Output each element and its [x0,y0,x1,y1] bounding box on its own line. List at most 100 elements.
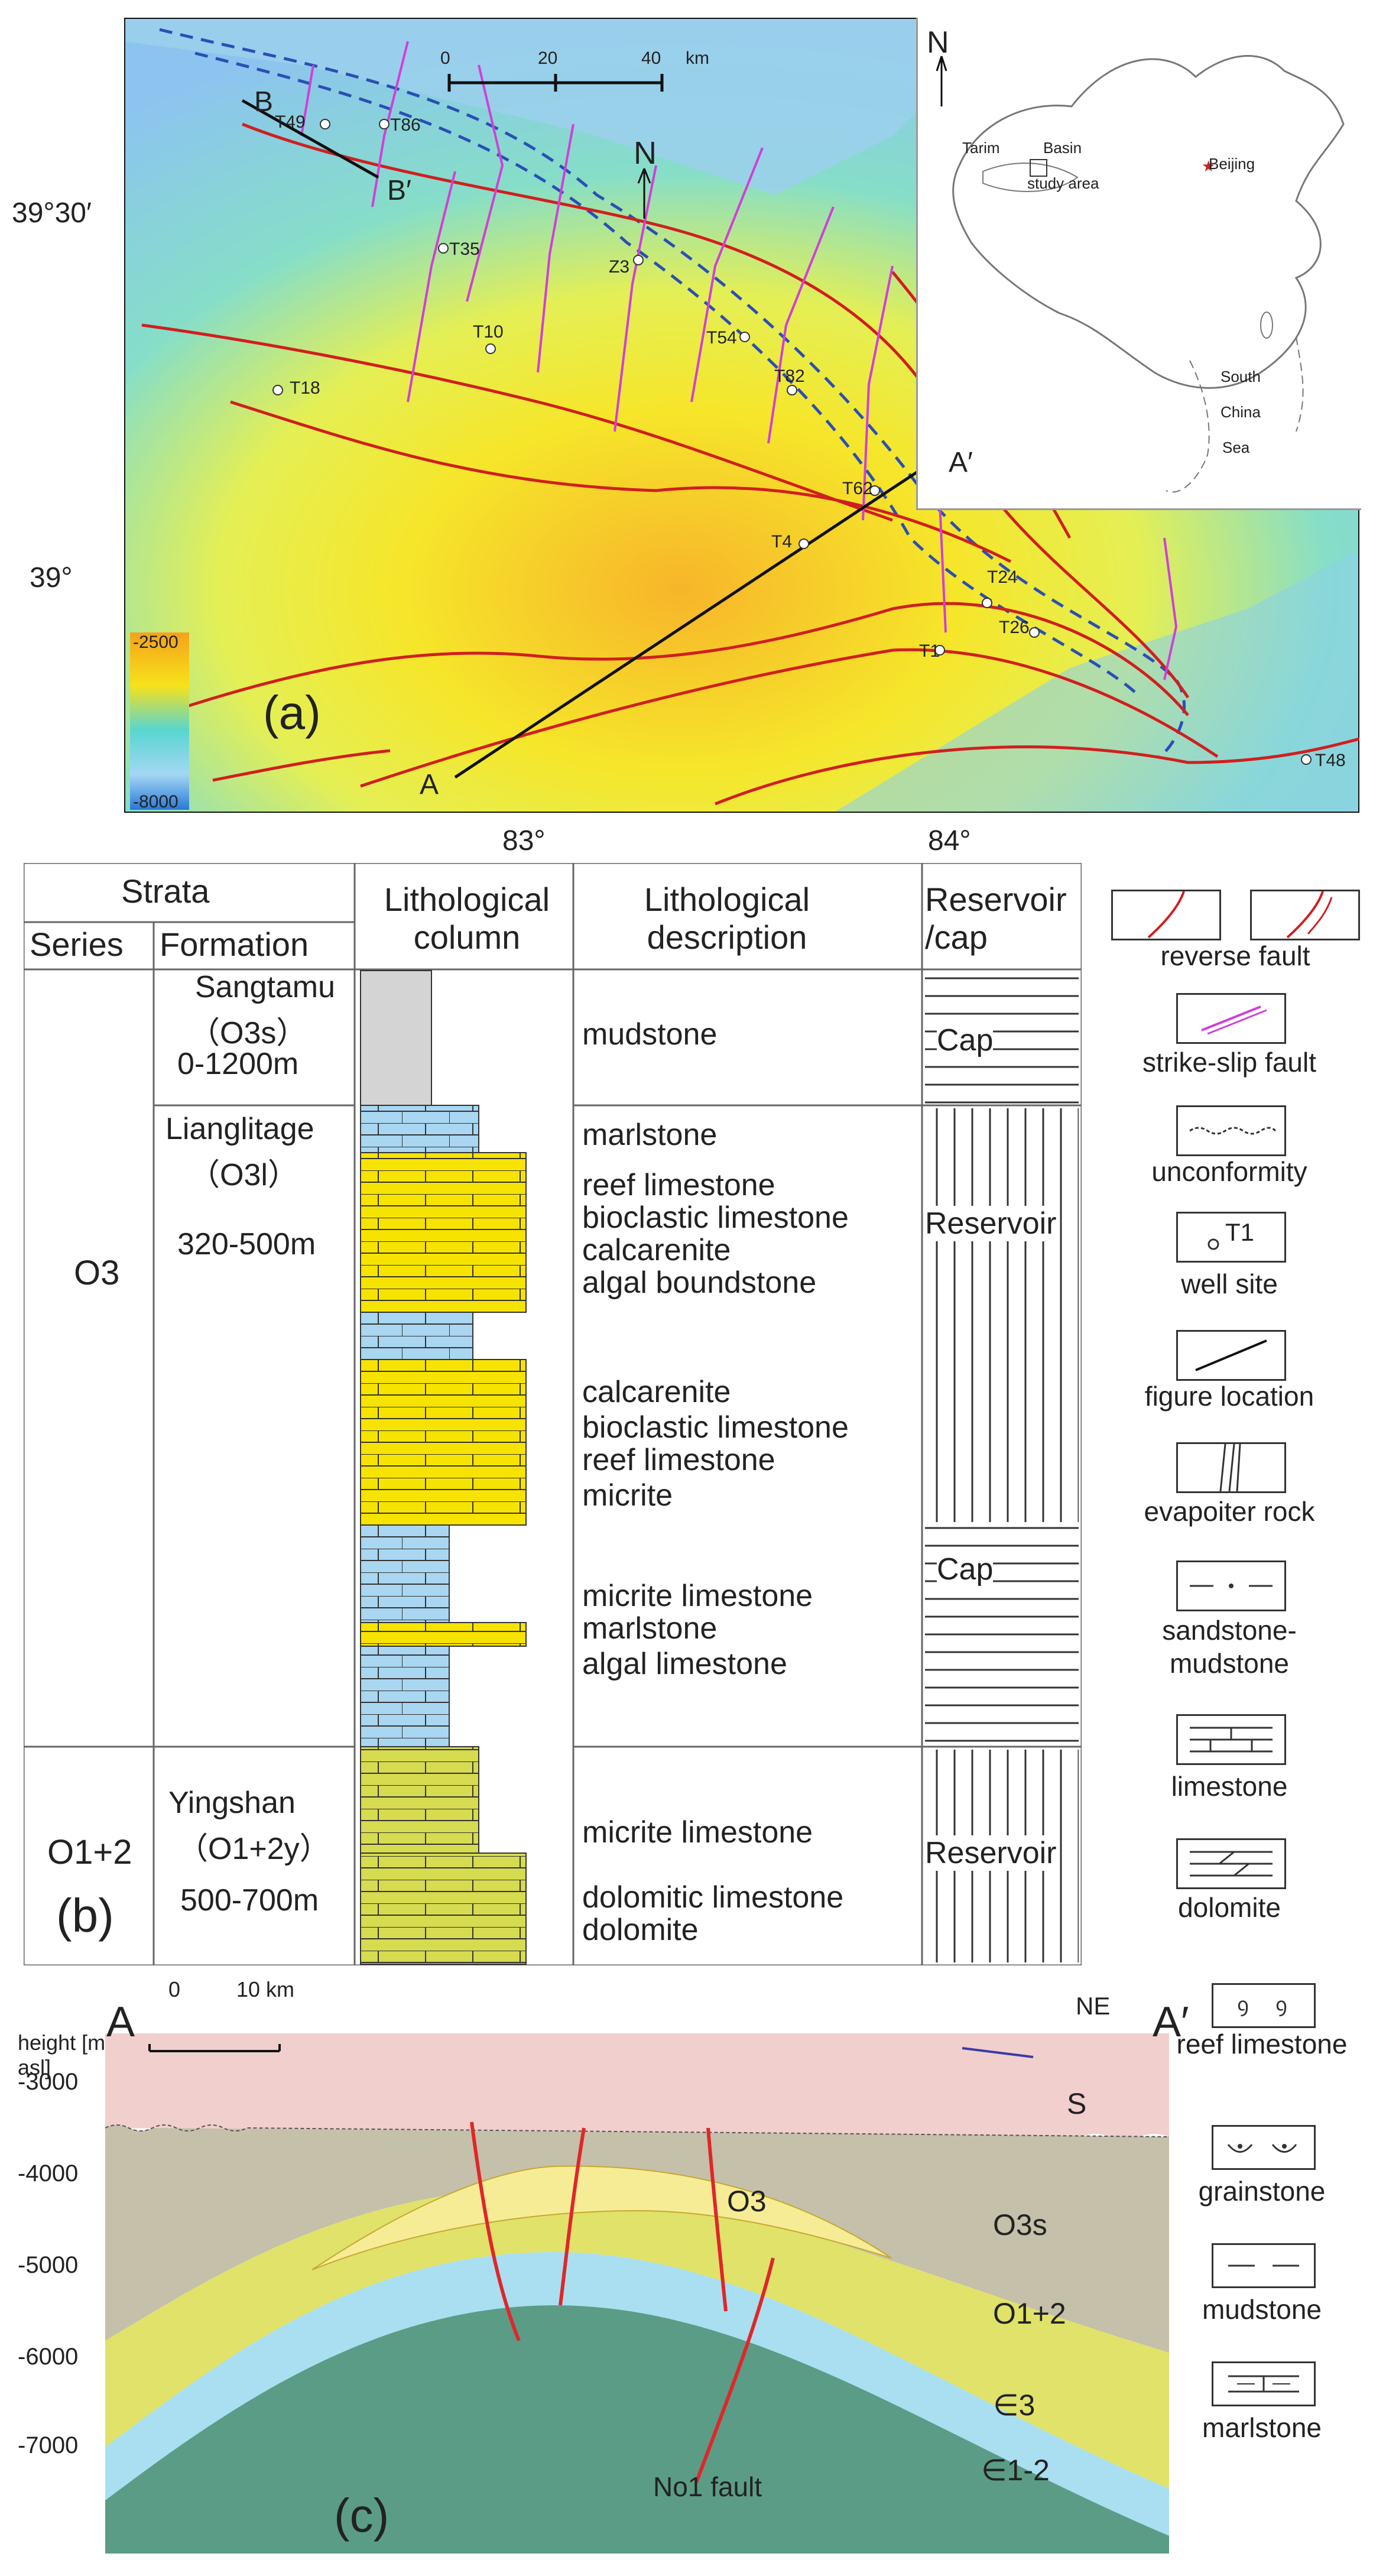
legend-marlstone: marlstone [1202,2412,1322,2443]
inset-north-label: N [927,25,949,60]
desc-group2-0: reef limestone [582,1168,775,1202]
reservoir-pattern-1 [925,1108,1079,1522]
cap-label-2: Cap [937,1552,994,1587]
desc-group4-2: algal limestone [582,1647,787,1681]
well-T62: T62 [842,479,873,498]
section-c-direction: NE [1076,1992,1111,2020]
desc-group5-0: micrite limestone [582,1815,813,1850]
legend-strike-slip-symbol [1176,993,1286,1044]
section-b-prime: B′ [387,175,412,206]
legend-unconformity: unconformity [1151,1156,1307,1187]
legend-sandstone-mudstone: sandstone-mudstone [1162,1615,1297,1679]
section-b: B [254,86,274,118]
reservoir-label-1: Reservoir [925,1206,1057,1241]
legend-figure-location-symbol [1176,1330,1286,1381]
formation-sangtamu-code: （O3s） [189,1016,307,1050]
layer-s [105,2033,1169,2140]
legend-reef-limestone: reef limestone [1176,2029,1348,2059]
layer-e3 [105,2252,1169,2536]
desc-marlstone: marlstone [582,1118,718,1152]
well-T86: T86 [390,115,421,135]
north-label: N [634,135,657,171]
litho-yingshan-limestone [360,1746,479,1854]
scale-bar [447,74,664,92]
section-a-prime: A′ [949,447,973,478]
panel-c-label: (c) [334,2489,389,2542]
panel-a-label: (a) [263,686,321,739]
legend-marlstone-symbol [1212,2361,1316,2406]
formation-sangtamu-thickness: 0-1200m [177,1047,299,1081]
formation-sangtamu-name: Sangtamu [195,970,336,1004]
svg-text:ꝯ: ꝯ [1237,1994,1249,2017]
desc-group2-2: calcarenite [582,1233,731,1267]
desc-group4-1: marlstone [582,1611,718,1646]
label-layer-o3s: O3s [993,2208,1047,2241]
y-tick-6000: -6000 [18,2344,79,2370]
legend-well-site: well site [1181,1268,1278,1299]
desc-group6-0: dolomitic limestone [582,1880,844,1915]
well-T24: T24 [987,567,1018,587]
section-a: A [420,769,439,800]
well-T1: T1 [919,641,940,661]
header-reservoir: Reservoir /cap [925,881,1067,956]
colorbar [130,632,189,810]
cross-section-canvas [104,2032,1170,2555]
scale-tick-40: 40 [641,48,661,68]
legend-limestone-symbol [1176,1714,1286,1765]
formation-yingshan-code: （O1+2y） [177,1832,330,1866]
reservoir-label-2: Reservoir [925,1835,1057,1871]
legend-reverse-fault-symbol-2 [1250,890,1360,940]
panel-c-section [104,2032,1170,2555]
inset-beijing: Beijing [1209,155,1255,173]
desc-group2-1: bioclastic limestone [582,1201,849,1235]
layer-o3s [105,2125,1169,2353]
legend-figure-location: figure location [1144,1381,1314,1412]
y-tick-3000: -3000 [18,2069,79,2095]
legend-reverse-fault-symbol-1 [1111,890,1221,940]
scale-bar-c [148,2044,281,2052]
inset-sea: Sea [1222,439,1250,456]
section-c-scale-0: 0 [168,1977,181,2001]
section-c-scale-10: 10 km [236,1977,295,2001]
desc-group3-0: calcarenite [582,1375,731,1409]
legend-evaporite: evapoiter rock [1144,1496,1315,1527]
layer-o3 [311,2165,892,2270]
scale-unit: km [686,48,709,68]
desc-group2-3: algal boundstone [582,1266,817,1300]
legend-unconformity-symbol [1176,1105,1286,1156]
inset-south: South [1221,368,1261,385]
legend-mudstone: mudstone [1202,2294,1322,2325]
well-T82: T82 [774,366,805,386]
legend-well-site-symbol: T1 [1176,1212,1286,1263]
y-tick-7000: -7000 [18,2432,79,2458]
desc-group3-3: micrite [582,1478,673,1513]
lon-label-2: 84° [928,825,971,856]
well-T18: T18 [290,378,320,398]
label-layer-o12: O1+2 [993,2297,1066,2330]
panel-a-map: ★ [123,17,1361,814]
beijing-star-icon: ★ [1202,157,1215,175]
litho-mudstone [360,970,432,1106]
well-Z3: Z3 [609,257,630,277]
litho-calcarenite [360,1359,527,1526]
scale-tick-0: 0 [440,48,450,68]
litho-reef-limestone [360,1152,527,1313]
legend-dolomite: dolomite [1178,1892,1281,1923]
layer-e12 [105,2305,1169,2554]
layer-o12 [105,2187,1169,2489]
legend-limestone: limestone [1171,1771,1288,1802]
formation-lianglitage-name: Lianglitage [165,1112,314,1146]
label-layer-e3: ∈3 [993,2389,1036,2422]
legend-well-example: T1 [1225,1218,1255,1246]
cap-label-1: Cap [937,1023,994,1058]
desc-group3-2: reef limestone [582,1443,775,1477]
formation-yingshan-name: Yingshan [168,1786,296,1820]
desc-group4-0: micrite limestone [582,1579,813,1613]
inset-study-area: study area [1027,174,1099,192]
header-strata: Strata [121,872,210,910]
lat-label-1: 39°30′ [12,197,92,229]
inset-tarim: Tarim [962,139,1000,157]
panel-b-label: (b) [56,1889,114,1942]
legend-reverse-fault: reverse fault [1160,940,1310,971]
ne-arrow-icon [962,2047,1034,2058]
